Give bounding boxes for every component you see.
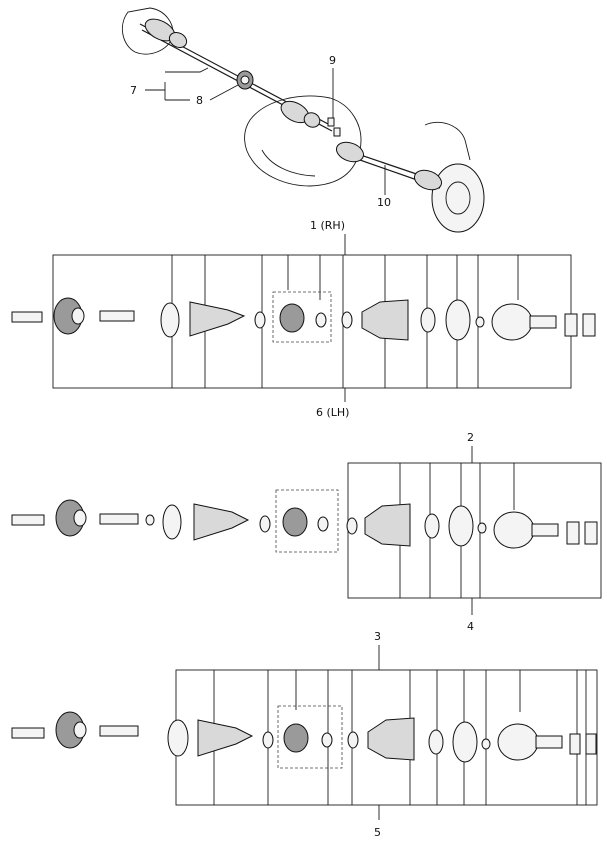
snap-ring-3 (321, 732, 333, 748)
boot-clamp-small-2c (346, 517, 358, 535)
outer-stub-shaft-2 (531, 523, 559, 537)
small-ring-2 (145, 514, 155, 526)
tripod-bearing-2 (282, 507, 308, 537)
parts-row-2-4 (11, 499, 598, 549)
boot-clamp-small-3b (347, 731, 359, 749)
shaft-segment-3 (99, 725, 139, 737)
outer-cv-joint-2 (493, 511, 535, 549)
center-bearing-hole (240, 75, 250, 85)
vehicle-axle-overview: 7 8 9 10 (121, 7, 485, 233)
inset-dashed-1-6 (272, 291, 332, 343)
transaxle-sketch (244, 95, 362, 187)
boot-clamp-medium (420, 307, 436, 333)
callout-2: 2 (467, 431, 474, 444)
dust-seal-3b (585, 733, 597, 755)
boot-clamp-small-3 (262, 731, 274, 749)
inset-dashed-3-5 (277, 705, 343, 769)
dust-seal-2a (566, 521, 580, 545)
inner-stub-shaft-2 (11, 514, 45, 526)
outer-cv-joint-3 (497, 723, 539, 761)
left-inner-boot-ring (303, 112, 321, 128)
boot-clamp-large-3b (452, 721, 478, 763)
callout-8: 8 (196, 94, 203, 107)
callout-9: 9 (329, 54, 336, 67)
right-outer-boot (413, 169, 443, 191)
callout-5: 5 (374, 826, 381, 839)
washer (475, 316, 485, 328)
boot-clamp-small (254, 311, 266, 329)
callout-10: 10 (377, 196, 391, 209)
inner-stub-shaft (11, 311, 43, 323)
parts-row-1-6 (11, 297, 596, 341)
outer-stub-shaft-3 (535, 735, 563, 749)
boot-clamp-large (160, 302, 180, 338)
snap-ring-2 (317, 516, 329, 532)
boot-clamp-large-2 (445, 299, 471, 341)
assembly-2-4: 2 4 (11, 431, 602, 633)
callout-6-lh: 6 (LH) (316, 406, 349, 419)
dust-seal-2b (584, 521, 598, 545)
brake-hub (445, 181, 471, 215)
parts-row-3-5 (11, 711, 597, 763)
inner-boot-3 (197, 719, 254, 757)
tripod-bearing (279, 303, 305, 333)
outer-stub-shaft (529, 315, 557, 329)
inner-joint-face-2 (73, 509, 87, 527)
snap-ring (315, 312, 327, 328)
washer-2 (477, 522, 487, 534)
right-inner-boot (335, 141, 365, 163)
dust-seal-1 (564, 313, 578, 337)
right-knuckle-sketch (424, 121, 471, 161)
brake-disc (431, 163, 485, 233)
outer-cv-joint (491, 303, 533, 341)
outer-boot-2 (364, 503, 411, 547)
leader-8 (209, 84, 239, 101)
shaft-segment (99, 310, 135, 322)
boot-clamp-large-2b (162, 504, 182, 540)
left-outer-boot-ring (168, 32, 188, 48)
outer-boot-3 (367, 717, 415, 761)
assembly-1-6: 1 (RH) 6 (LH) (11, 219, 596, 419)
clip-b (333, 127, 341, 137)
inner-boot-2 (193, 503, 250, 541)
tripod-bearing-3 (283, 723, 309, 753)
transaxle-detail (261, 149, 316, 177)
callout-3: 3 (374, 630, 381, 643)
inner-stub-shaft-3 (11, 727, 45, 739)
boot-clamp-small-2 (341, 311, 353, 329)
inset-dashed-2-4 (275, 489, 339, 553)
boot-clamp-medium-3 (428, 729, 444, 755)
clip-a (327, 117, 335, 127)
assembly-3-5: 3 5 (11, 630, 598, 839)
dust-seal-3a (569, 733, 581, 755)
inner-joint-face-3 (73, 721, 87, 739)
inner-joint-face (71, 307, 85, 325)
dust-seal-2 (582, 313, 596, 337)
inner-boot (189, 301, 246, 337)
callout-4: 4 (467, 620, 474, 633)
callout-1-rh: 1 (RH) (310, 219, 345, 232)
left-knuckle-sketch (121, 7, 174, 55)
outer-boot (361, 299, 409, 341)
boot-clamp-small-2b (259, 515, 271, 533)
boot-clamp-large-3 (167, 719, 189, 757)
shaft-segment-2 (99, 513, 139, 525)
boot-clamp-large-2c (448, 505, 474, 547)
boot-clamp-medium-2 (424, 513, 440, 539)
leader-7-top (165, 67, 209, 73)
callout-7: 7 (130, 84, 137, 97)
washer-3 (481, 738, 491, 750)
